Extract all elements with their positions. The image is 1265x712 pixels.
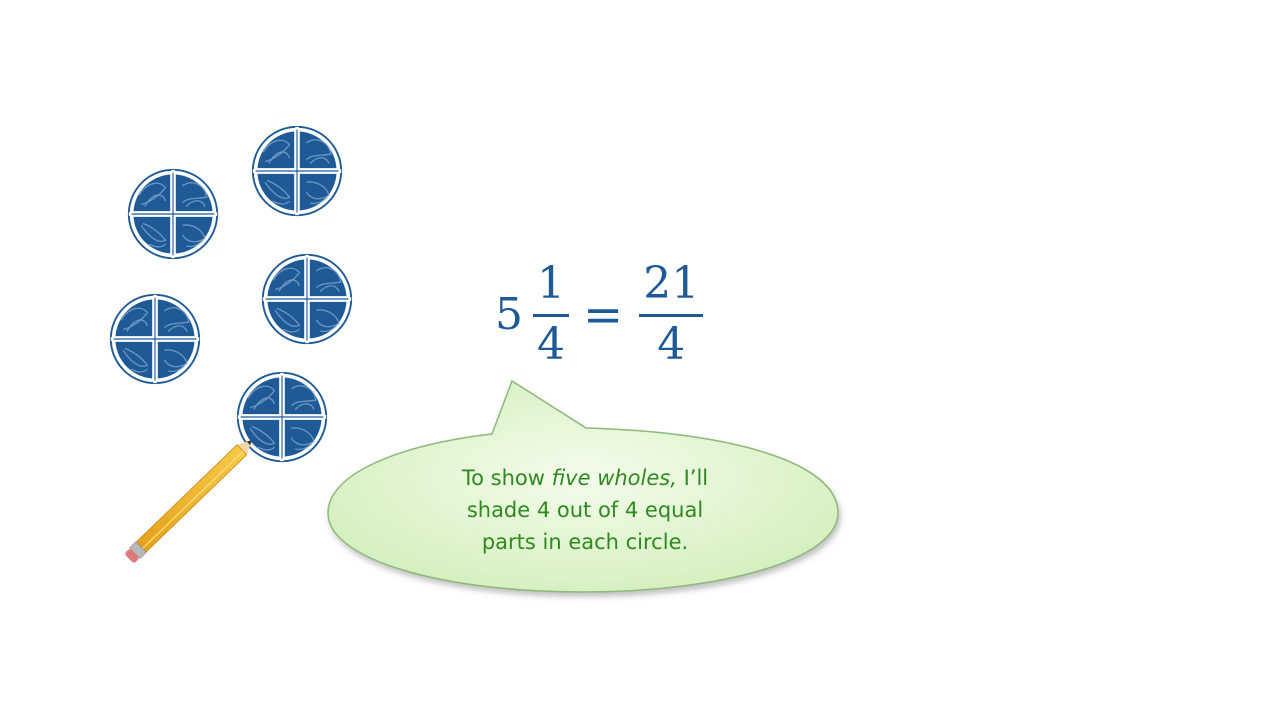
improper-fraction-bar (639, 314, 704, 317)
quartered-circle-3 (108, 292, 202, 386)
improper-fraction: 21 4 (639, 258, 704, 370)
fraction-bar (533, 314, 569, 317)
quartered-circle-1 (126, 167, 220, 261)
bubble-emphasis: five wholes, (551, 466, 677, 490)
fraction-numerator: 1 (537, 258, 565, 309)
bubble-line-2: shade 4 out of 4 equal (466, 498, 704, 522)
bubble-line-1-end: I’ll (676, 466, 709, 490)
bubble-line-3: parts in each circle. (481, 530, 689, 554)
speech-bubble (327, 379, 839, 593)
equals-sign: = (583, 286, 624, 343)
pencil-icon (125, 440, 252, 563)
quartered-circle-4 (260, 252, 354, 346)
improper-numerator: 21 (643, 258, 700, 309)
mixed-fraction-part: 1 4 (533, 262, 569, 367)
speech-bubble-text: To show five wholes, I’ll shade 4 out of… (400, 462, 770, 558)
mixed-number-equation: 5 1 4 = 21 4 (495, 258, 704, 370)
quartered-circle-5 (235, 370, 329, 464)
fraction-circles (108, 124, 354, 464)
whole-number: 5 (495, 288, 523, 340)
fraction-denominator: 4 (537, 319, 565, 370)
bubble-line-1: To show five wholes, I’ll (400, 462, 770, 494)
improper-denominator: 4 (657, 319, 686, 370)
quartered-circle-2 (250, 124, 344, 218)
bubble-line-1-start: To show (461, 466, 552, 490)
